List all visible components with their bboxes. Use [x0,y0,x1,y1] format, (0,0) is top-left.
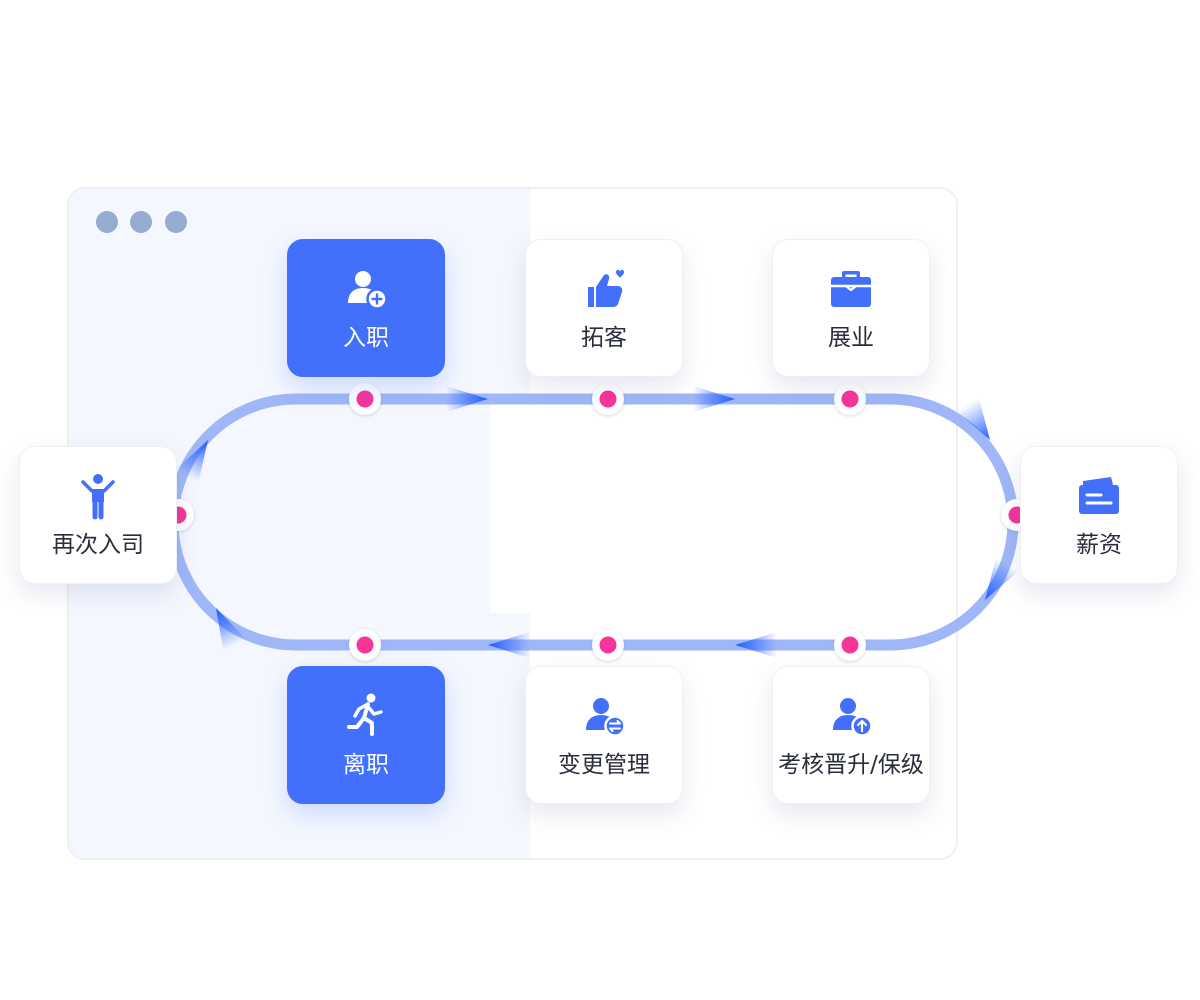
step-label: 再次入司 [52,532,144,558]
thumbs-up-icon [580,265,628,313]
step-card-resign[interactable]: 离职 [287,666,445,804]
step-label: 入职 [343,325,389,351]
flow-arrow [985,557,1019,600]
window-control-dot[interactable] [165,211,187,233]
flow-arrow [488,632,530,658]
node-promotion [834,629,866,661]
flow-arrow [693,386,735,412]
flow-arrow [735,632,777,658]
step-label: 薪资 [1076,532,1122,558]
step-label: 拓客 [581,325,627,351]
step-label: 变更管理 [558,752,650,778]
step-label: 考核晋升/保级 [778,752,924,778]
node-resign [349,629,381,661]
running-person-icon [342,692,390,740]
wallet-icon [1075,472,1123,520]
step-card-onboard[interactable]: 入职 [287,239,445,377]
step-card-prospect[interactable]: 拓客 [525,239,683,377]
step-label: 展业 [828,325,874,351]
user-transfer-icon [580,692,628,740]
step-card-promotion[interactable]: 考核晋升/保级 [772,666,930,804]
step-card-salary[interactable]: 薪资 [1020,446,1178,584]
node-prospect [592,383,624,415]
window-control-dot[interactable] [130,211,152,233]
step-label: 离职 [343,752,389,778]
flow-arrow [175,440,208,483]
flow-arrow [956,397,990,440]
flow-arrow [216,608,247,652]
node-business [834,383,866,415]
user-plus-icon [342,265,390,313]
step-card-business[interactable]: 展业 [772,239,930,377]
node-change [592,629,624,661]
briefcase-icon [827,265,875,313]
user-upgrade-icon [827,692,875,740]
step-card-rejoin[interactable]: 再次入司 [19,446,177,584]
window-left-panel-notch [490,401,530,613]
node-onboard [349,383,381,415]
flow-arrow [446,386,488,412]
window-control-dot[interactable] [96,211,118,233]
person-cheer-icon [74,472,122,520]
step-card-change[interactable]: 变更管理 [525,666,683,804]
loop-track [167,393,1019,651]
